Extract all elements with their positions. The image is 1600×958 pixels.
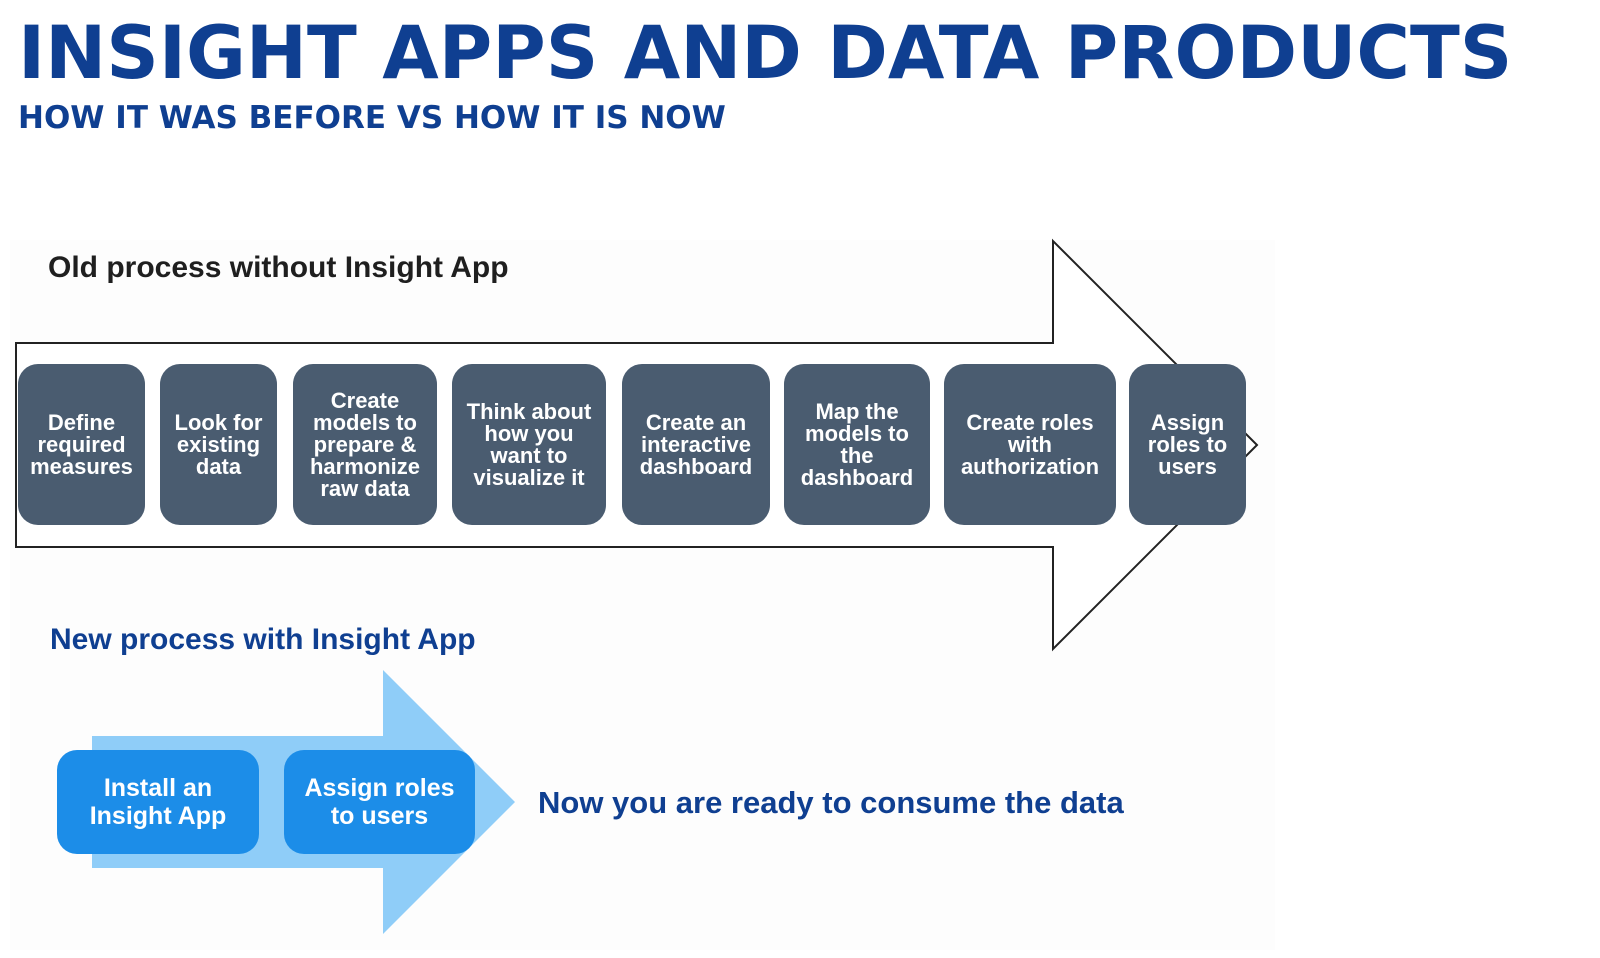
old-step-create-roles: Create roles with authorization [944,364,1116,525]
old-step-assign-roles: Assign roles to users [1129,364,1246,525]
page-title: INSIGHT APPS AND DATA PRODUCTS [18,11,1513,96]
new-step-assign-roles: Assign roles to users [284,750,475,854]
old-step-create-dashboard: Create an interactive dashboard [622,364,770,525]
old-step-create-models: Create models to prepare & harmonize raw… [293,364,437,525]
new-process-heading: New process with Insight App [50,623,476,656]
page-subtitle: HOW IT WAS BEFORE VS HOW IT IS NOW [18,100,726,136]
old-step-define-measures: Define required measures [18,364,145,525]
new-step-install-app: Install an Insight App [57,750,259,854]
old-step-look-for-data: Look for existing data [160,364,277,525]
ready-message: Now you are ready to consume the data [538,785,1124,820]
old-step-visualize: Think about how you want to visualize it [452,364,606,525]
old-process-heading: Old process without Insight App [48,251,509,284]
old-step-map-models: Map the models to the dashboard [784,364,930,525]
